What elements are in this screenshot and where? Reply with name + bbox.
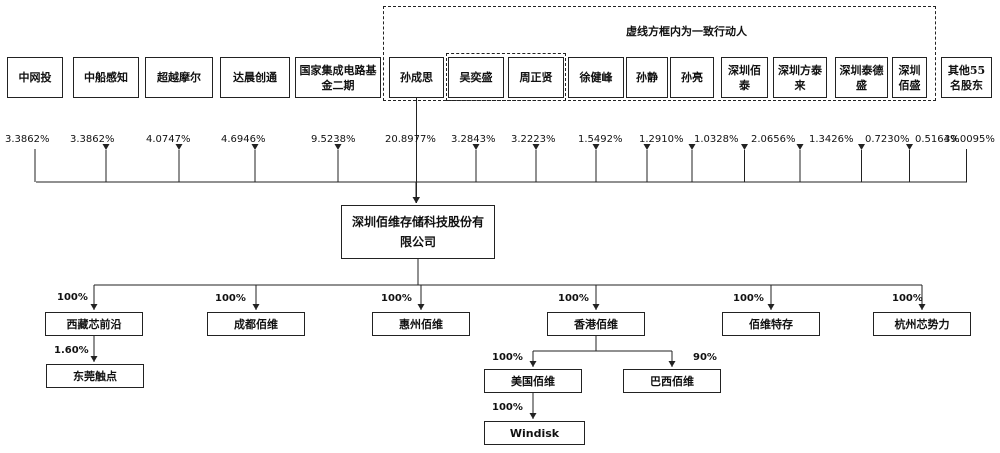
shareholder-box: 深圳佰盛 bbox=[892, 57, 927, 98]
windisk-pct: 100% bbox=[492, 402, 523, 413]
shareholder-box: 达晨创通 bbox=[220, 57, 290, 98]
shareholder-box: 中船感知 bbox=[73, 57, 139, 98]
concert-party-note: 虚线方框内为一致行动人 bbox=[626, 25, 747, 38]
shareholder-pct: 4.0747% bbox=[146, 134, 191, 145]
shareholder-pct: 3.2223% bbox=[511, 134, 556, 145]
usa-pct: 100% bbox=[492, 352, 523, 363]
subsidiary-pct: 100% bbox=[215, 293, 246, 304]
subsidiary-pct: 100% bbox=[381, 293, 412, 304]
shareholder-box: 深圳泰德盛 bbox=[835, 57, 888, 98]
shareholder-pct: 1.2910% bbox=[639, 134, 684, 145]
shareholder-box: 其他55名股东 bbox=[941, 57, 992, 98]
shareholder-box: 孙亮 bbox=[670, 57, 714, 98]
subsidiary-box: 成都佰维 bbox=[207, 312, 305, 336]
shareholder-pct: 4.6946% bbox=[221, 134, 266, 145]
subsidiary-pct: 100% bbox=[558, 293, 589, 304]
subsidiary-pct: 100% bbox=[892, 293, 923, 304]
shareholder-box: 超越摩尔 bbox=[145, 57, 213, 98]
shareholder-pct: 2.0656% bbox=[751, 134, 796, 145]
brazil-pct: 90% bbox=[693, 352, 717, 363]
shareholder-box: 孙静 bbox=[626, 57, 668, 98]
shareholder-pct: 39.0095% bbox=[944, 134, 995, 145]
concert-party-dashed-box bbox=[383, 6, 936, 101]
shareholder-pct: 0.5164% bbox=[915, 134, 960, 145]
subsidiary-box: 香港佰维 bbox=[547, 312, 645, 336]
shareholder-pct: 3.3862% bbox=[5, 134, 50, 145]
shareholder-box: 吴奕盛 bbox=[448, 57, 504, 98]
shareholder-pct: 1.5492% bbox=[578, 134, 623, 145]
shareholder-box: 深圳方泰来 bbox=[773, 57, 827, 98]
shareholder-pct: 20.8977% bbox=[385, 134, 436, 145]
shareholder-pct: 9.5238% bbox=[311, 134, 356, 145]
subsidiary-brazil-box: 巴西佰维 bbox=[623, 369, 721, 393]
subsidiary-box: 杭州芯势力 bbox=[873, 312, 971, 336]
shareholder-box: 国家集成电路基金二期 bbox=[295, 57, 381, 98]
shareholder-pct: 1.3426% bbox=[809, 134, 854, 145]
subsidiary-box: 佰维特存 bbox=[722, 312, 820, 336]
shareholder-box: 深圳佰泰 bbox=[721, 57, 768, 98]
subsidiary-box: 惠州佰维 bbox=[372, 312, 470, 336]
subsidiary-box: 西藏芯前沿 bbox=[45, 312, 143, 336]
concert-party-inner-dashed-box bbox=[446, 53, 566, 101]
shareholder-pct: 3.2843% bbox=[451, 134, 496, 145]
shareholder-pct: 3.3862% bbox=[70, 134, 115, 145]
shareholder-box: 周正贤 bbox=[508, 57, 564, 98]
subsidiary-pct: 100% bbox=[733, 293, 764, 304]
subsidiary-dongguan-box: 东莞触点 bbox=[46, 364, 144, 388]
subsidiary-pct: 100% bbox=[57, 292, 88, 303]
shareholder-box: 徐健峰 bbox=[568, 57, 624, 98]
subsidiary-windisk-box: Windisk bbox=[484, 421, 585, 445]
dongguan-pct: 1.60% bbox=[54, 345, 89, 356]
subsidiary-usa-box: 美国佰维 bbox=[484, 369, 582, 393]
shareholder-pct: 1.0328% bbox=[694, 134, 739, 145]
shareholder-box: 中网投 bbox=[7, 57, 63, 98]
shareholder-pct: 0.7230% bbox=[865, 134, 910, 145]
company-box: 深圳佰维存储科技股份有限公司 bbox=[341, 205, 495, 259]
shareholder-box: 孙成思 bbox=[389, 57, 444, 98]
